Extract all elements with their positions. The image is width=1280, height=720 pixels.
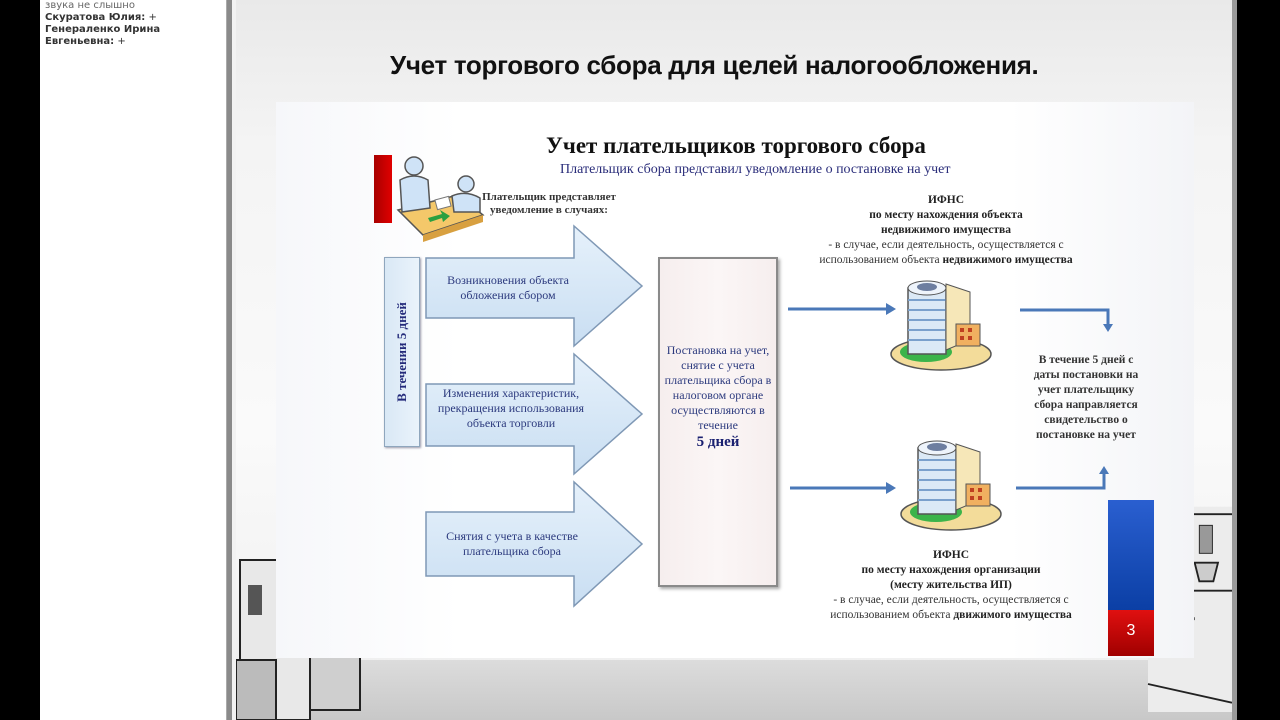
red-accent-bar bbox=[374, 155, 392, 223]
ifns-top-line3: - в случае, если деятельность, осуществл… bbox=[828, 239, 1064, 251]
chat-messages: звука не слышно Скуратова Юлия: + Генера… bbox=[45, 0, 226, 48]
registration-deadline: 5 дней bbox=[696, 434, 740, 450]
ifns-top-line2: недвижимого имущества bbox=[880, 224, 1012, 236]
chat-panel[interactable]: звука не слышно Скуратова Юлия: + Генера… bbox=[40, 0, 226, 720]
chat-author: Генераленко Ирина Евгеньевна: bbox=[45, 24, 161, 47]
ifns-bottom-line3: - в случае, если деятельность, осуществл… bbox=[833, 594, 1069, 606]
chat-message: + bbox=[117, 36, 126, 47]
ifns-top-line4: использованием объекта недвижимого имуще… bbox=[776, 253, 1116, 268]
diagram-subtitle: Плательщик сбора представил уведомление … bbox=[560, 162, 951, 177]
ifns-property-text: ИФНС по месту нахождения объекта недвижи… bbox=[776, 193, 1116, 268]
case-label-3: Снятия с учета в качестве плательщика сб… bbox=[446, 529, 578, 558]
ifns-bottom-line2: (месту жительства ИП) bbox=[890, 579, 1012, 591]
page-number: 3 bbox=[1126, 622, 1136, 639]
splitter-highlight bbox=[232, 0, 236, 720]
office-building-icon bbox=[890, 280, 992, 371]
arrow-to-bottom-building bbox=[790, 482, 896, 494]
ifns-top-line4-bold: недвижимого имущества bbox=[942, 254, 1073, 266]
page-indicator-red: 3 bbox=[1108, 610, 1154, 656]
payer-note: Плательщик представляет уведомление в сл… bbox=[482, 191, 616, 216]
certificate-note: В течение 5 дней с даты постановки на уч… bbox=[1033, 354, 1139, 441]
chat-message: + bbox=[148, 12, 157, 23]
ifns-top-line4-plain: использованием объекта bbox=[819, 254, 943, 266]
right-frame-border bbox=[1232, 0, 1237, 720]
meeting-people-icon bbox=[396, 156, 485, 242]
case-label-1: Возникновения объекта обложения сбором bbox=[447, 273, 569, 302]
left-black-margin bbox=[0, 0, 40, 720]
page-indicator-blue bbox=[1108, 500, 1154, 610]
ifns-bottom-line4-bold: движимого имущества bbox=[953, 609, 1072, 621]
slide-title: Учет торгового сбора для целей налогообл… bbox=[390, 50, 1039, 80]
period-label: В течении 5 дней bbox=[394, 302, 409, 402]
ifns-top-title: ИФНС bbox=[927, 194, 965, 206]
street-sketch bbox=[236, 660, 1232, 720]
case-arrow-1 bbox=[425, 224, 644, 348]
chat-entry: Генераленко Ирина Евгеньевна: + bbox=[45, 24, 226, 48]
arrow-top-to-certificate bbox=[1020, 308, 1113, 332]
arrow-bottom-to-certificate bbox=[1016, 466, 1109, 490]
right-black-margin bbox=[1237, 0, 1280, 720]
panel-splitter[interactable] bbox=[226, 0, 232, 720]
page-indicator: 3 bbox=[1108, 500, 1154, 656]
registration-box: Постановка на учет, снятие с учета плате… bbox=[658, 257, 778, 587]
case-arrow-3 bbox=[425, 480, 644, 608]
diagram-title: Учет плательщиков торгового сбора bbox=[546, 133, 926, 158]
ifns-bottom-line4: использованием объекта движимого имущест… bbox=[776, 608, 1126, 623]
chat-entry: Скуратова Юлия: + bbox=[45, 12, 226, 24]
arrow-to-top-building bbox=[788, 303, 896, 315]
presentation-slide: Учет торгового сбора для целей налогообл… bbox=[236, 0, 1232, 720]
ifns-top-line1: по месту нахождения объекта bbox=[869, 209, 1023, 221]
ifns-bottom-line1: по месту нахождения организации bbox=[861, 564, 1041, 576]
chat-author: Скуратова Юлия: bbox=[45, 12, 146, 23]
case-arrow-2 bbox=[425, 352, 644, 476]
ifns-bottom-title: ИФНС bbox=[932, 549, 970, 561]
registration-text: Постановка на учет, снятие с учета плате… bbox=[660, 343, 776, 450]
ifns-bottom-line4-plain: использованием объекта bbox=[830, 609, 954, 621]
chat-message-fragment: звука не слышно bbox=[45, 0, 135, 11]
period-label-box: В течении 5 дней bbox=[384, 257, 420, 447]
case-label-2: Изменения характеристик, прекращения исп… bbox=[437, 386, 585, 430]
office-building-icon bbox=[900, 440, 1002, 531]
ifns-org-text: ИФНС по месту нахождения организации (ме… bbox=[776, 548, 1126, 623]
registration-description: Постановка на учет, снятие с учета плате… bbox=[664, 343, 772, 432]
